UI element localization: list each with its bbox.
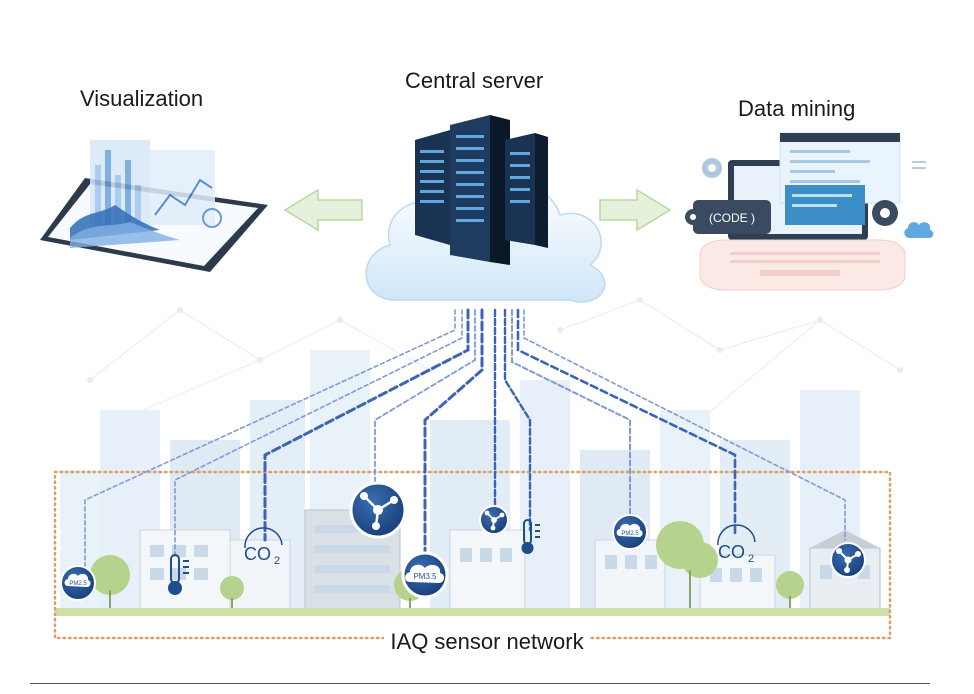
city-skyline [55,350,890,616]
bottom-divider [30,683,930,684]
pm25-label-center: PM3.5 [413,572,437,581]
pm25-sensor-left [60,565,96,601]
pm25-sensor-center [401,551,449,599]
arrow-to-data-mining [599,188,672,232]
central-server-label: Central server [405,68,544,93]
visualization-label: Visualization [80,86,204,111]
server-rack-icon [415,115,548,265]
sensor-connections [84,308,846,576]
cloud-upload-icon [904,222,934,238]
co2-sub-right: 2 [748,553,754,565]
code-tag: (CODE ) [709,211,755,225]
pm25-label-left: PM2.5 [69,581,87,587]
network-node-icon [349,481,407,539]
pm25-label-right: PM2.5 [621,531,639,537]
iaq-network-label: IAQ sensor network [384,629,590,654]
tablet-icon [40,140,268,272]
pm25-sensor-right [612,514,648,550]
thermometer-icon [521,519,540,554]
arrow-to-visualization [283,188,363,232]
co2-icon [717,524,756,546]
thermometer-icon [168,554,189,595]
co2-label-left: CO [244,544,271,564]
network-label-wrap: IAQ sensor network [0,629,974,654]
gear-icon [872,200,898,226]
laptop-icon [693,132,906,291]
co2-label-right: CO [718,542,745,562]
co2-sub-left: 2 [274,555,280,567]
gear-icon [685,209,701,225]
network-node-icon [479,505,509,535]
gear-icon [702,158,722,178]
background-mesh [87,297,903,423]
data-mining-label: Data mining [738,96,856,121]
transfer-arrows-icon [912,161,926,169]
network-node-icon [830,542,866,578]
co2-icon [244,527,283,549]
